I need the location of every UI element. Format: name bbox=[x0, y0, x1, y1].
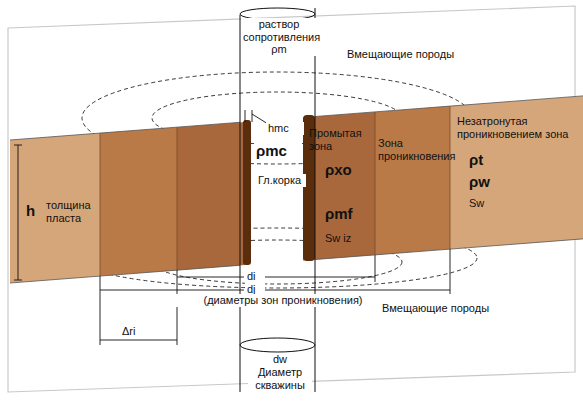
text-label: толщина пласта bbox=[44, 199, 102, 224]
zone-parameter: ρmf bbox=[325, 205, 369, 222]
text-label: hmc bbox=[266, 122, 304, 135]
text-label: Δri bbox=[120, 325, 160, 338]
text-label: dw bbox=[262, 353, 298, 366]
zone-title: Промытая зона bbox=[309, 127, 373, 152]
zone-parameter: ρw bbox=[469, 173, 519, 190]
text-label: Вмещающие породы bbox=[345, 48, 479, 61]
zone-title: Незатронутая проникновением зона bbox=[457, 115, 577, 140]
zone-parameter: Sw bbox=[469, 197, 519, 210]
zone-band: Незатронутая проникновением зона ρt ρwSw bbox=[451, 107, 581, 247]
zone-band: Промытая зона ρxo ρmf Sw iz bbox=[305, 119, 375, 259]
zone-title: Зона проникновения bbox=[378, 137, 450, 162]
zone-parameter: Sw iz bbox=[325, 232, 369, 245]
zone-parameter: ρxo bbox=[325, 161, 369, 178]
text-label: Вмещающие породы bbox=[380, 302, 514, 315]
text-label: (диаметры зон проникновения) bbox=[166, 294, 400, 307]
zone-parameter: ρt bbox=[469, 151, 519, 168]
zone-band: Зона проникновения bbox=[376, 113, 450, 249]
text-label: Диаметр скважины bbox=[248, 366, 312, 391]
text-label: Гл.корка bbox=[256, 174, 306, 187]
text-label: раствор сопротивления ρm bbox=[241, 18, 317, 56]
text-label: h bbox=[24, 202, 48, 219]
text-label: di bbox=[245, 270, 265, 283]
text-label: ρmc bbox=[254, 142, 302, 159]
